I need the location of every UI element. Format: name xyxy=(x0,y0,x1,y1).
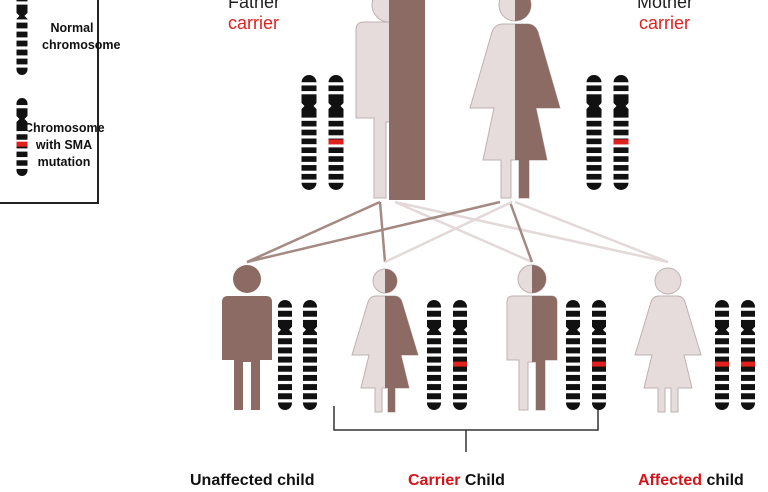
legend-normal-label: Normal chromosome xyxy=(42,21,121,52)
inheritance-line xyxy=(508,201,534,263)
mother-figure xyxy=(469,0,561,199)
child-carrier-male-chromosome-1 xyxy=(565,300,581,410)
inheritance-line xyxy=(394,200,669,264)
father-status: carrier xyxy=(228,13,280,33)
label-carrier-rest: Child xyxy=(460,472,505,489)
chromosomes xyxy=(15,0,756,410)
child-unaffected-chromosome-2 xyxy=(302,300,318,410)
mother-status: carrier xyxy=(639,13,691,33)
child-affected-chromosome-1 xyxy=(714,300,730,410)
father-chromosome-mutated xyxy=(327,75,345,190)
mother-chromosome-mutated xyxy=(612,75,630,190)
label-affected-child: Affected child xyxy=(638,472,744,490)
child-carrier-male-figure xyxy=(506,264,558,411)
inheritance-line xyxy=(514,200,669,264)
child-affected-chromosome-2 xyxy=(740,300,756,410)
father-figure xyxy=(355,0,425,200)
child-carrier-female-chromosome-1 xyxy=(426,300,442,410)
child-affected-figure xyxy=(634,267,702,413)
child-carrier-male-chromosome-2 xyxy=(591,300,607,410)
label-carrier-highlight: Carrier xyxy=(408,472,461,489)
label-affected-rest: child xyxy=(702,472,744,489)
legend-mutation-label: Chromosome with SMA mutation xyxy=(24,121,105,169)
inheritance-line xyxy=(378,201,387,263)
legend-mutation-chromosome xyxy=(15,98,29,176)
label-carrier-child: Carrier Child xyxy=(408,472,505,490)
label-unaffected-child: Unaffected child xyxy=(190,472,315,489)
inheritance-line xyxy=(246,200,501,264)
child-carrier-female-figure xyxy=(351,268,419,413)
child-unaffected-chromosome-1 xyxy=(277,300,293,410)
father-chromosome-normal xyxy=(300,75,318,190)
label-affected-highlight: Affected xyxy=(638,472,703,489)
inheritance-lines xyxy=(246,200,669,264)
mother-label: Mother xyxy=(637,0,694,12)
inheritance-line xyxy=(384,200,513,264)
legend-normal-chromosome xyxy=(15,0,29,75)
inheritance-line xyxy=(394,200,533,264)
carrier-bracket xyxy=(333,406,599,452)
inheritance-line xyxy=(246,200,381,264)
child-unaffected-figure xyxy=(222,265,272,410)
father-label: Father xyxy=(228,0,281,12)
child-carrier-female-chromosome-2 xyxy=(452,300,468,410)
mother-chromosome-normal xyxy=(585,75,603,190)
